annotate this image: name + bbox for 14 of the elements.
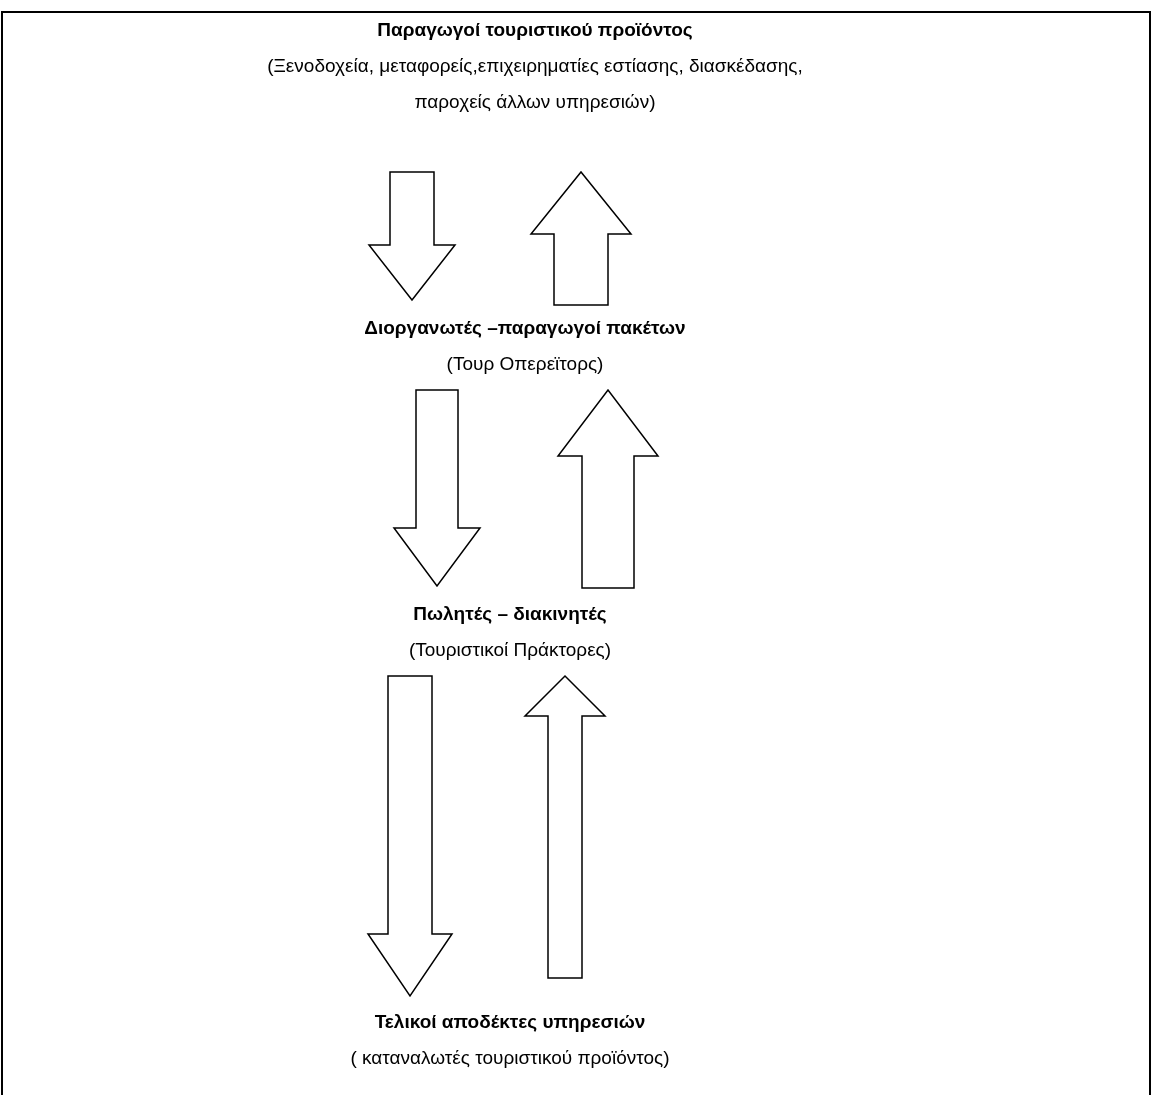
block-arrow — [523, 674, 607, 979]
stage-heading: Παραγωγοί τουριστικού προϊόντος — [377, 18, 693, 42]
block-arrow — [556, 388, 660, 589]
stage-description: (Τουριστικοί Πράκτορες) — [408, 638, 612, 662]
stage-heading: Πωλητές – διακινητές — [413, 602, 607, 626]
stage-description: ( καταναλωτές τουριστικού προϊόντος) — [350, 1046, 670, 1070]
stage-heading: Διοργανωτές –παραγωγοί πακέτων — [364, 316, 686, 340]
stage-description: (Τουρ Οπερεϊτορς) — [446, 352, 604, 376]
block-arrow — [392, 389, 482, 588]
block-arrow — [366, 675, 454, 998]
block-arrow — [529, 170, 633, 306]
stage-description: (Ξενοδοχεία, μεταφορείς,επιχειρηματίες εστίασης, διασκέδασης, παροχείς άλλων υπηρεσιών) — [266, 54, 804, 114]
stage-heading: Τελικοί αποδέκτες υπηρεσιών — [374, 1010, 646, 1034]
block-arrow — [367, 171, 457, 302]
